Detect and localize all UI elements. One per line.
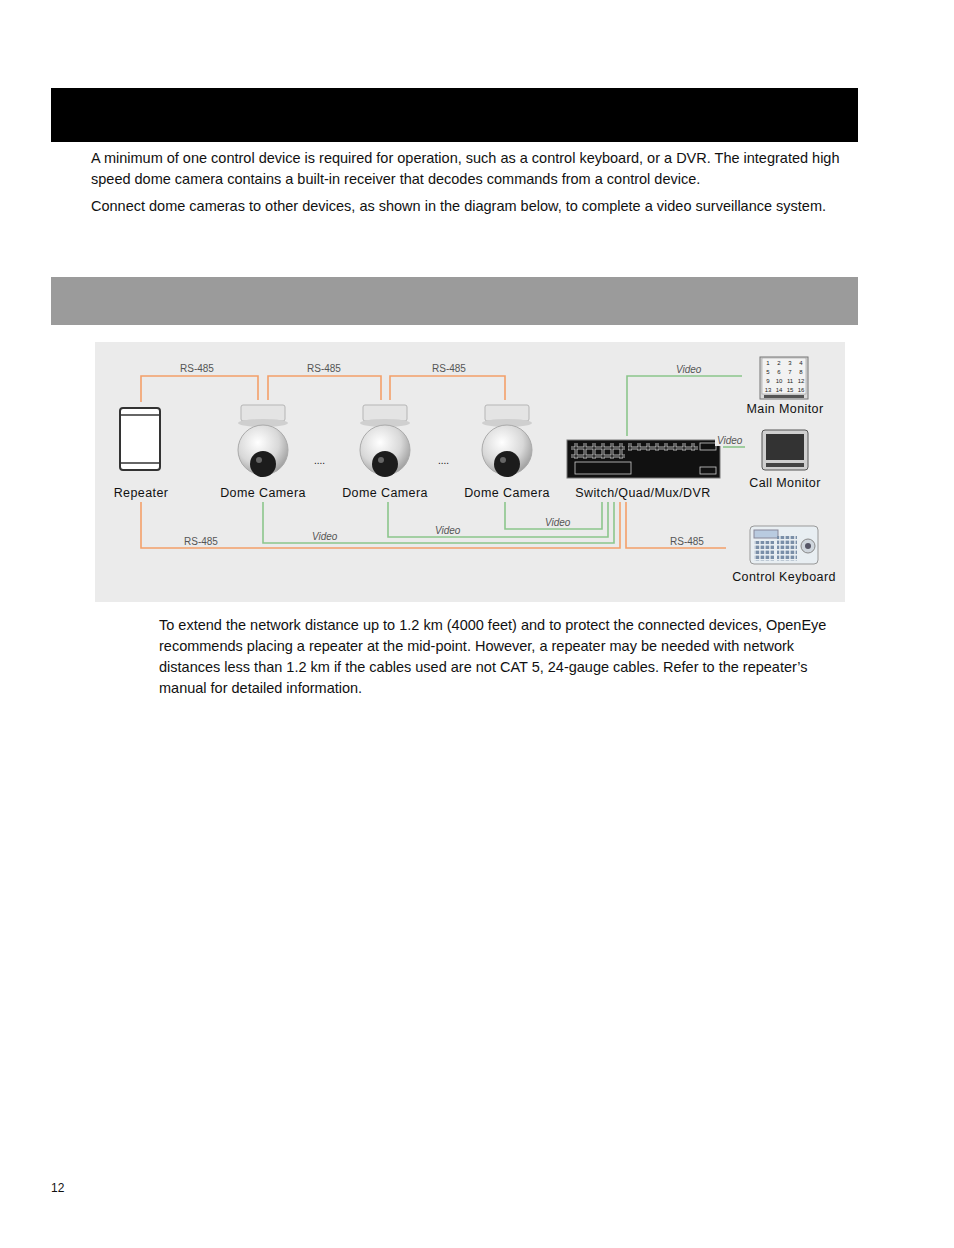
device-node: Switch/Quad/Mux/DVR <box>563 436 723 502</box>
key-number: 13 <box>763 386 773 394</box>
device-label: Control Keyboard <box>732 570 836 584</box>
video-cable <box>723 446 745 448</box>
device-label: Call Monitor <box>749 476 821 490</box>
key-number: 2 <box>774 359 784 367</box>
diagram-panel <box>95 342 845 602</box>
device-node: Call Monitor <box>745 426 825 492</box>
device-label: Repeater <box>114 486 169 500</box>
device-node: Dome Camera <box>335 400 435 502</box>
key-number: 10 <box>774 377 784 385</box>
device-node: Repeater <box>105 402 177 502</box>
key-number: 3 <box>785 359 795 367</box>
note-paragraph: To extend the network distance up to 1.2… <box>159 615 849 699</box>
cable-label: RS-485 <box>305 364 343 374</box>
video-cable <box>388 502 608 537</box>
device-node: Dome Camera <box>213 400 313 502</box>
intro-paragraph: A minimum of one control device is requi… <box>91 148 851 190</box>
rs485-cable <box>141 376 258 402</box>
key-number: 8 <box>796 368 806 376</box>
video-cable <box>505 502 602 529</box>
rs485-cable <box>141 502 620 548</box>
header-bar <box>51 88 858 142</box>
cable-label: Video <box>715 436 744 446</box>
cable-label: Video <box>674 365 703 375</box>
device-label: Switch/Quad/Mux/DVR <box>575 486 710 500</box>
rs485-cable <box>626 502 726 548</box>
video-cable <box>263 502 614 543</box>
device-label: Dome Camera <box>342 486 428 500</box>
device-label: Dome Camera <box>220 486 306 500</box>
continuation-dots: .... <box>438 455 449 466</box>
cable-label: Video <box>543 518 572 528</box>
key-number: 11 <box>785 377 795 385</box>
device-node: Control Keyboard <box>726 522 842 586</box>
key-number: 7 <box>785 368 795 376</box>
cable-label: RS-485 <box>430 364 468 374</box>
device-label: Main Monitor <box>746 402 823 416</box>
cable-label: Video <box>433 526 462 536</box>
key-number: 15 <box>785 386 795 394</box>
page-number: 12 <box>51 1181 64 1195</box>
cable-label: RS-485 <box>178 364 216 374</box>
key-number: 1 <box>763 359 773 367</box>
key-number: 6 <box>774 368 784 376</box>
key-number: 16 <box>796 386 806 394</box>
section-band <box>51 277 858 325</box>
device-label: Dome Camera <box>464 486 550 500</box>
key-number: 4 <box>796 359 806 367</box>
key-number: 9 <box>763 377 773 385</box>
device-node: Main Monitor <box>742 352 828 418</box>
continuation-dots: .... <box>314 455 325 466</box>
rs485-cable <box>268 376 381 400</box>
intro-paragraph: Connect dome cameras to other devices, a… <box>91 196 851 217</box>
key-number: 14 <box>774 386 784 394</box>
video-cable <box>627 376 742 436</box>
cable-label: RS-485 <box>668 537 706 547</box>
rs485-cable <box>390 376 505 400</box>
device-node: Dome Camera <box>457 400 557 502</box>
key-number: 12 <box>796 377 806 385</box>
key-number: 5 <box>763 368 773 376</box>
cable-label: RS-485 <box>182 537 220 547</box>
cable-label: Video <box>310 532 339 542</box>
